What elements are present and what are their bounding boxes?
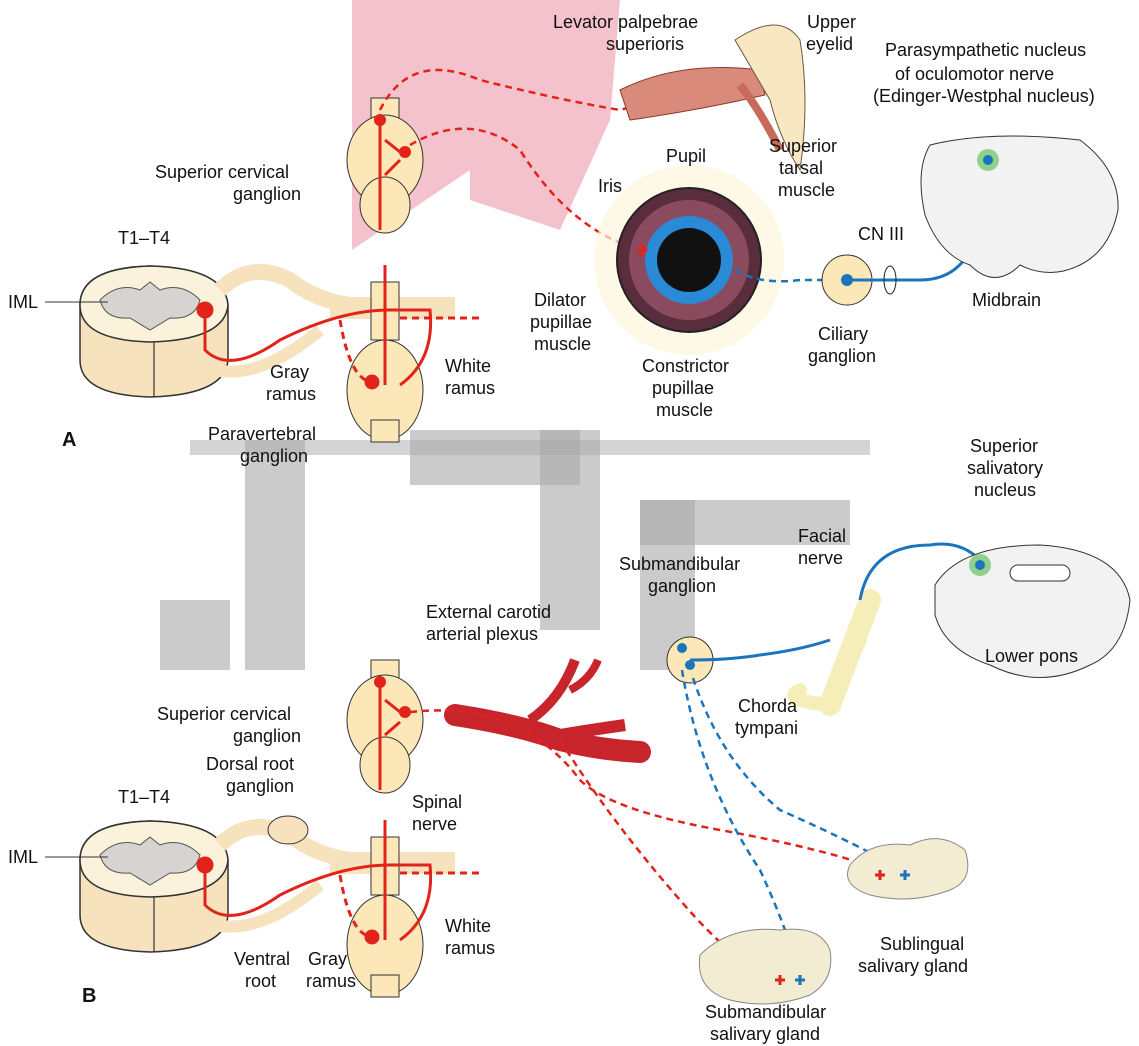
superior-cervical-ganglion-b: [347, 660, 423, 793]
tarsal-label-2: tarsal: [779, 158, 823, 178]
spinal-nerve-label-2: nerve: [412, 814, 457, 834]
levator-label-2: superioris: [606, 34, 684, 54]
ew-label-3: (Edinger-Westphal nucleus): [873, 86, 1095, 106]
midbrain-label: Midbrain: [972, 290, 1041, 310]
pupil-label: Pupil: [666, 146, 706, 166]
cn3-label: CN III: [858, 224, 904, 244]
iris-label: Iris: [598, 176, 622, 196]
scg-label-a-2: ganglion: [233, 184, 301, 204]
upper-eyelid-label-1: Upper: [807, 12, 856, 32]
sympathetic-to-sublingual: [410, 710, 880, 870]
submand-ganglion-label-1: Submandibular: [619, 554, 740, 574]
ssn-label-2: salivatory: [967, 458, 1043, 478]
gray-ramus-label-b-2: ramus: [306, 971, 356, 991]
gray-ramus-label-b-1: Gray: [308, 949, 347, 969]
scg-label-b-1: Superior cervical: [157, 704, 291, 724]
gray-ramus-label-a-1: Gray: [270, 362, 309, 382]
ext-carotid-label-2: arterial plexus: [426, 624, 538, 644]
submand-ganglion-label-2: ganglion: [648, 576, 716, 596]
iml-label-b: IML: [8, 847, 38, 867]
constrictor-label-2: pupillae: [652, 378, 714, 398]
tarsal-label-3: muscle: [778, 180, 835, 200]
submandibular-gland: [699, 929, 830, 1004]
ssn-label-3: nucleus: [974, 480, 1036, 500]
external-carotid-artery: [455, 660, 640, 752]
watermark: [160, 0, 870, 670]
sublingual-label-2: salivary gland: [858, 956, 968, 976]
upper-eyelid-label-2: eyelid: [806, 34, 853, 54]
chorda-label-1: Chorda: [738, 696, 798, 716]
submand-gland-label-2: salivary gland: [710, 1024, 820, 1044]
paravertebral-label-1: Paravertebral: [208, 424, 316, 444]
sublingual-gland: [848, 839, 968, 899]
white-ramus-label-b-2: ramus: [445, 938, 495, 958]
paravertebral-label-2: ganglion: [240, 446, 308, 466]
scg-label-a-1: Superior cervical: [155, 162, 289, 182]
ciliary-label-1: Ciliary: [818, 324, 868, 344]
gray-ramus-label-a-2: ramus: [266, 384, 316, 404]
facial-nerve-label-2: nerve: [798, 548, 843, 568]
ventral-root-label-1: Ventral: [234, 949, 290, 969]
submandibular-ganglion: [667, 637, 900, 980]
ew-label-2: of oculomotor nerve: [895, 64, 1054, 84]
scg-label-b-2: ganglion: [233, 726, 301, 746]
facial-nerve-label-1: Facial: [798, 526, 846, 546]
drg-label-1: Dorsal root: [206, 754, 294, 774]
dilator-label-1: Dilator: [534, 290, 586, 310]
iml-label-a: IML: [8, 292, 38, 312]
midbrain: [921, 136, 1118, 278]
white-ramus-label-b-1: White: [445, 916, 491, 936]
sublingual-label-1: Sublingual: [880, 934, 964, 954]
levator-label-1: Levator palpebrae: [553, 12, 698, 32]
spinal-nerve-label-1: Spinal: [412, 792, 462, 812]
panel-a-letter: A: [62, 429, 76, 451]
ew-label-1: Parasympathetic nucleus: [885, 40, 1086, 60]
dilator-label-3: muscle: [534, 334, 591, 354]
dilator-label-2: pupillae: [530, 312, 592, 332]
chorda-label-2: tympani: [735, 718, 798, 738]
constrictor-label-3: muscle: [656, 400, 713, 420]
ventral-root-label-2: root: [245, 971, 276, 991]
drg-label-2: ganglion: [226, 776, 294, 796]
ssn-label-1: Superior: [970, 436, 1038, 456]
dorsal-root-ganglion-b: [268, 816, 308, 844]
ext-carotid-label-1: External carotid: [426, 602, 551, 622]
white-ramus-label-a-2: ramus: [445, 378, 495, 398]
lower-pons-label: Lower pons: [985, 646, 1078, 666]
submand-gland-label-1: Submandibular: [705, 1002, 826, 1022]
t1t4-label-b: T1–T4: [118, 787, 170, 807]
tarsal-label-1: Superior: [769, 136, 837, 156]
constrictor-label-1: Constrictor: [642, 356, 729, 376]
t1t4-label-a: T1–T4: [118, 228, 170, 248]
ventral-root-b: [215, 885, 320, 927]
white-ramus-label-a-1: White: [445, 356, 491, 376]
panel-b-letter: B: [82, 985, 96, 1007]
ciliary-label-2: ganglion: [808, 346, 876, 366]
